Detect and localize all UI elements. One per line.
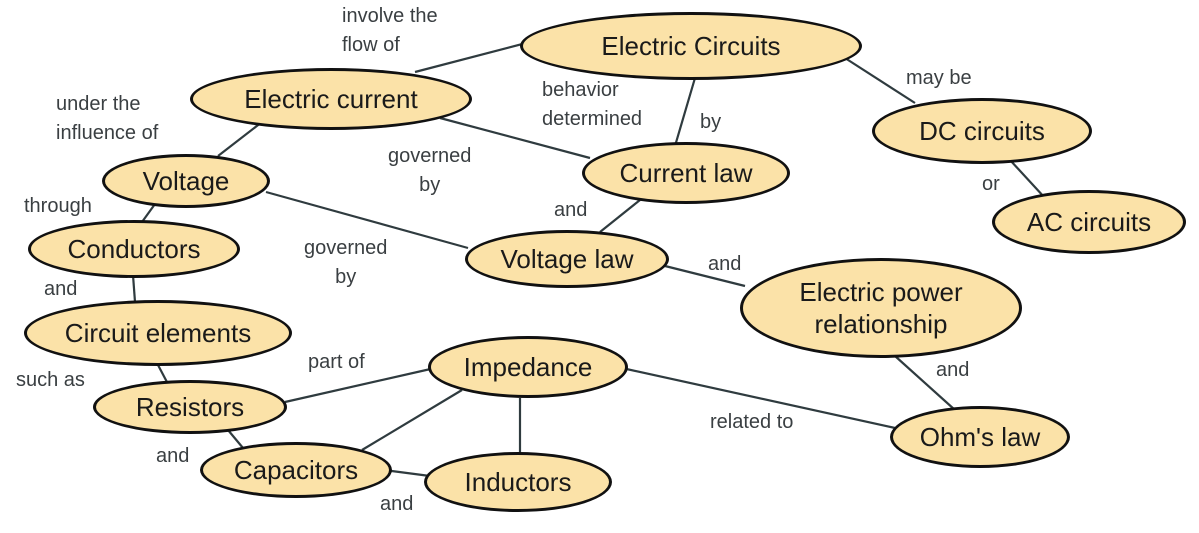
label-and-capacitors-inductors: and — [380, 493, 414, 515]
node-electric-power: Electric power relationship — [740, 258, 1022, 358]
edge-circuits-currentlaw — [673, 77, 697, 147]
label-governed-by-current: governed by — [388, 145, 472, 196]
edge-resistors-impedance — [284, 366, 436, 404]
edge-current-circuits — [414, 40, 531, 74]
edge-current-currentlaw — [439, 116, 591, 160]
label-under-influence: under the influence of — [56, 93, 159, 144]
label-related-to: related to — [710, 411, 794, 433]
node-capacitors: Capacitors — [200, 442, 392, 498]
label-and-current-voltage-law: and — [554, 199, 588, 221]
node-electric-current: Electric current — [190, 68, 472, 130]
edge-voltagelaw-power — [664, 264, 746, 288]
node-inductors: Inductors — [424, 452, 612, 512]
edge-voltage-conductors — [141, 203, 156, 223]
node-conductors: Conductors — [28, 220, 240, 278]
node-electric-circuits: Electric Circuits — [520, 12, 862, 80]
label-governed-by-voltage: governed by — [304, 237, 388, 288]
node-ohms-law: Ohm's law — [890, 406, 1070, 468]
node-voltage: Voltage — [102, 154, 270, 208]
edge-circuits-dc — [844, 57, 916, 104]
node-dc-circuits: DC circuits — [872, 98, 1092, 164]
edge-currentlaw-voltagelaw — [599, 199, 641, 233]
edge-impedance-capacitors — [361, 389, 463, 451]
edge-voltage-voltagelaw — [265, 190, 469, 250]
edge-conductors-elements — [131, 274, 137, 303]
node-resistors: Resistors — [93, 380, 287, 434]
label-behavior-determined: behavior determined — [542, 79, 643, 130]
label-and-conductors-elements: and — [44, 278, 78, 300]
label-and-voltage-power: and — [708, 253, 742, 275]
edge-power-ohm — [894, 355, 956, 411]
edge-resistors-capacitors — [227, 429, 244, 449]
node-current-law: Current law — [582, 142, 790, 204]
label-involve-flow: involve the flow of — [342, 5, 438, 56]
label-part-of: part of — [308, 351, 365, 373]
edge-dc-ac — [1009, 159, 1046, 199]
edge-impedance-ohm — [621, 366, 896, 430]
label-may-be: may be — [906, 67, 972, 89]
label-by-current-law: by — [700, 111, 722, 133]
node-circuit-elements: Circuit elements — [24, 300, 292, 366]
label-or: or — [982, 173, 1000, 195]
label-through: through — [24, 195, 92, 217]
node-voltage-law: Voltage law — [465, 230, 669, 288]
label-and-power-ohm: and — [936, 359, 970, 381]
node-impedance: Impedance — [428, 336, 628, 398]
edge-current-voltage — [217, 121, 263, 157]
node-ac-circuits: AC circuits — [992, 190, 1186, 254]
label-such-as: such as — [16, 369, 85, 391]
label-and-resistors-capacitors: and — [156, 445, 190, 467]
